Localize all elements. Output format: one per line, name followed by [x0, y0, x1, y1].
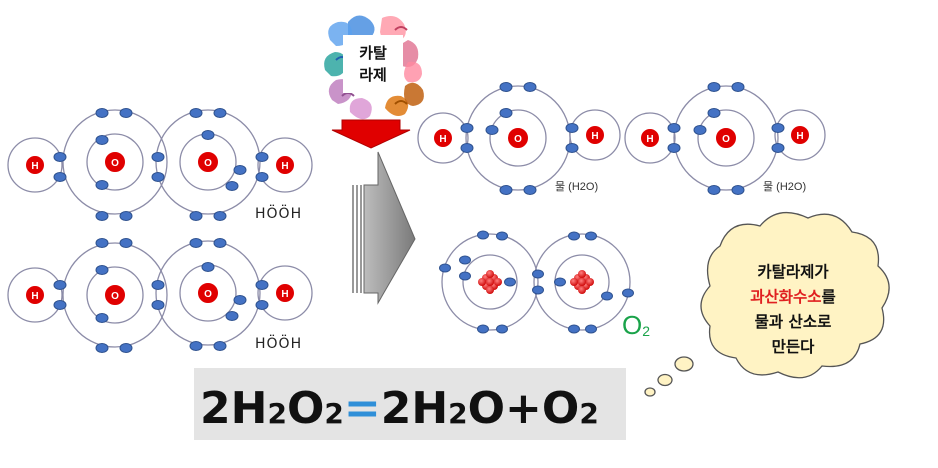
hydrogen-shell: [774, 109, 826, 161]
hydrogen-shell: [257, 265, 313, 321]
oxygen-nucleus-cluster-icon: [570, 270, 594, 294]
electrons: [667, 82, 785, 195]
oxygen-inner-shell: [86, 133, 144, 191]
oxygen-outer-shell: [62, 109, 168, 215]
hydrogen-nucleus: [789, 124, 811, 146]
enzyme-label-line1: 카탈: [359, 44, 387, 62]
oxygen-outer-shell: [62, 242, 168, 348]
oxygen-nucleus: [196, 281, 220, 305]
oxygen-nucleus-cluster-icon: [478, 270, 502, 294]
oxygen-nucleus: [506, 126, 530, 150]
water-molecule-2: H O H 물 (H2O): [624, 82, 826, 195]
oxygen-outer-shell: [155, 109, 261, 215]
hydrogen-label: H: [591, 131, 598, 142]
oxygen-label: O: [204, 289, 212, 300]
oxygen-label: O: [514, 134, 522, 145]
oxygen-inner-shell: [697, 109, 755, 167]
hydrogen-label: H: [646, 134, 653, 145]
hydrogen-shell: [569, 109, 621, 161]
water-label: 물 (H2O): [555, 180, 598, 193]
oxygen-outer-shell: [155, 240, 261, 346]
oxygen-nucleus: [714, 126, 738, 150]
oxygen-inner-shell: [462, 254, 518, 310]
hydrogen-nucleus: [639, 127, 661, 149]
oxygen-label: O: [111, 158, 119, 169]
hydrogen-label: H: [31, 161, 38, 172]
oxygen-nucleus: [103, 283, 127, 307]
hydrogen-label: H: [439, 134, 446, 145]
hydrogen-label: H: [281, 289, 288, 300]
oxygen-gas-label: O2: [622, 310, 650, 340]
bubble-dot: [674, 356, 694, 372]
peroxide-formula: HÖÖH: [255, 204, 302, 222]
hydrogen-peroxide-molecule-1: H O O H HÖÖH: [7, 108, 313, 222]
hydrogen-shell: [624, 112, 676, 164]
electrons: [53, 238, 269, 353]
hydrogen-shell: [257, 137, 313, 193]
hydrogen-label: H: [31, 291, 38, 302]
hydrogen-shell: [7, 137, 63, 193]
enzyme-label-box: [343, 35, 403, 93]
oxygen-label: O: [722, 134, 730, 145]
bubble-line1: 카탈라제가: [757, 263, 829, 281]
hydrogen-shell: [417, 112, 469, 164]
oxygen-label: O: [204, 158, 212, 169]
hydrogen-nucleus: [274, 282, 296, 304]
water-molecule-1: H O H 물 (H2O): [417, 82, 621, 195]
hydrogen-label: H: [281, 161, 288, 172]
electrons: [439, 230, 634, 334]
bubble-line3: 물과 산소로: [755, 313, 832, 331]
bubble-dot: [657, 373, 673, 387]
thought-bubble: 카탈라제가 과산화수소를 물과 산소로 만든다: [644, 211, 890, 397]
hydrogen-nucleus: [432, 127, 454, 149]
hydrogen-nucleus: [24, 154, 46, 176]
peroxide-formula: HÖÖH: [255, 334, 302, 352]
oxygen-nucleus: [196, 150, 220, 174]
enzyme-label-line2: 라제: [359, 66, 387, 84]
equation-box: [194, 368, 626, 440]
oxygen-label: O: [111, 291, 119, 302]
hydrogen-label: H: [796, 131, 803, 142]
oxygen-nucleus: [103, 150, 127, 174]
electrons: [460, 82, 579, 195]
oxygen-inner-shell: [489, 109, 547, 167]
bubble-dot: [644, 387, 656, 397]
oxygen-outer-shell: [441, 233, 539, 331]
hydrogen-nucleus: [584, 124, 606, 146]
oxygen-outer-shell: [673, 85, 779, 191]
bubble-line2: 과산화수소를: [750, 287, 836, 306]
oxygen-outer-shell: [533, 233, 631, 331]
hydrogen-nucleus: [274, 154, 296, 176]
water-label: 물 (H2O): [763, 180, 806, 193]
hydrogen-peroxide-molecule-2: H O O H HÖÖH: [7, 238, 313, 353]
hydrogen-shell: [7, 267, 63, 323]
red-arrow-icon: [331, 119, 411, 149]
catalase-enzyme: 카탈 라제: [324, 15, 424, 120]
reaction-arrow-icon: [352, 151, 416, 305]
oxygen-molecule: O2: [439, 230, 650, 340]
bubble-cloud: [700, 211, 890, 379]
bubble-line4: 만든다: [772, 338, 816, 356]
chemical-equation: 2H2O2=2H2O+O2: [200, 383, 599, 434]
electrons: [53, 108, 269, 221]
hydrogen-nucleus: [24, 284, 46, 306]
oxygen-inner-shell: [86, 266, 144, 324]
